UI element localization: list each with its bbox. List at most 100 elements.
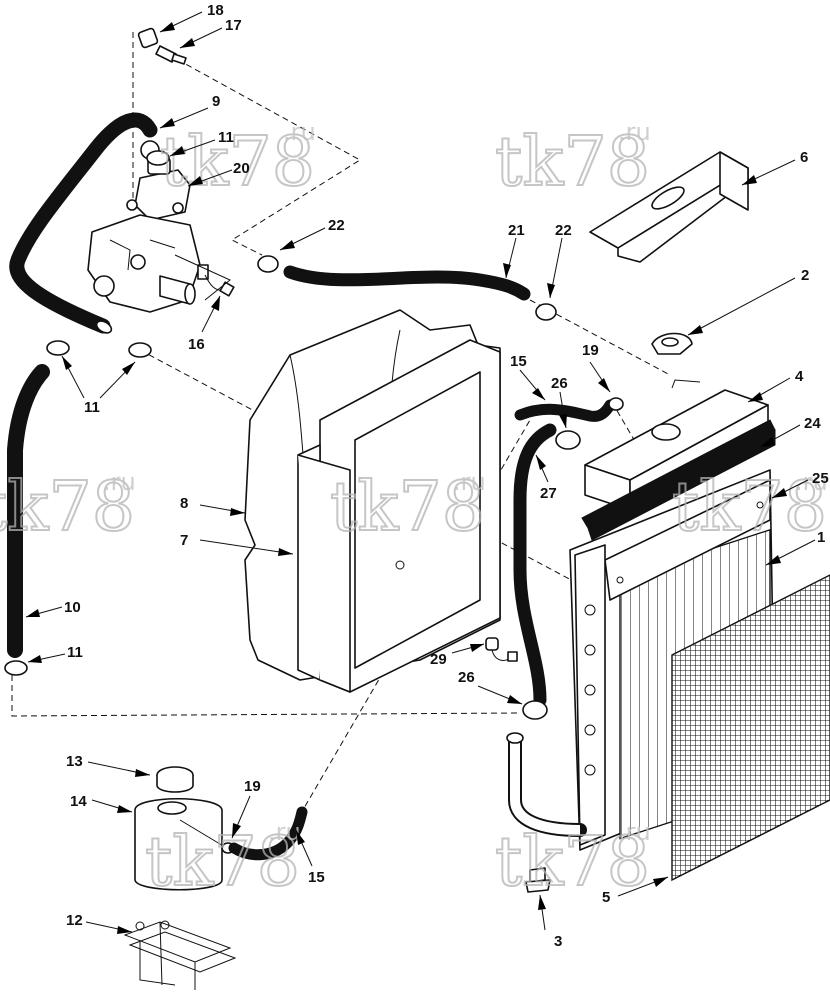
svg-text:.ru: .ru (618, 118, 651, 146)
callout: 24 (759, 415, 821, 448)
callout: 19 (582, 342, 611, 393)
callout: 27 (535, 454, 557, 502)
svg-text:.ru: .ru (453, 468, 486, 496)
watermark: tk78 .ru (159, 118, 316, 203)
svg-text:16: 16 (188, 336, 205, 353)
watermark: tk78 .ru (144, 818, 301, 903)
watermark: tk78 .ru (494, 818, 651, 903)
svg-text:19: 19 (582, 342, 599, 359)
callouts: 18 17 9 11 20 6 22 21 22 16 2 11 15 19 2… (25, 2, 829, 950)
svg-text:.ru: .ru (268, 818, 301, 846)
lower-pipes (506, 732, 587, 893)
callout: 14 (70, 793, 133, 813)
svg-text:6: 6 (800, 149, 808, 166)
callout: 17 (179, 17, 242, 49)
watermark: tk78 .ru (0, 467, 136, 548)
callout: 5 (602, 876, 669, 906)
svg-text:11: 11 (67, 644, 83, 661)
svg-text:27: 27 (540, 485, 557, 502)
callout: 15 (295, 829, 325, 886)
callout: 25 (771, 470, 829, 499)
fitting-18-17 (137, 27, 187, 65)
svg-text:tk78: tk78 (145, 823, 300, 902)
hose-10 (4, 364, 50, 676)
callout: 7 (180, 532, 294, 556)
frame-7 (297, 339, 501, 693)
callout: 29 (430, 643, 485, 668)
watermark: tk78 .ru (494, 118, 651, 203)
callout: 12 (66, 912, 133, 934)
hose-15-lower (221, 806, 308, 861)
hose-21 (257, 255, 557, 321)
callout: 9 (159, 93, 220, 129)
svg-text:9: 9 (212, 93, 220, 110)
svg-text:11: 11 (218, 129, 234, 146)
svg-text:14: 14 (70, 793, 87, 810)
bracket-6 (589, 151, 749, 263)
cap-2 (651, 332, 693, 355)
svg-text:3: 3 (554, 933, 562, 950)
svg-text:8: 8 (180, 495, 188, 512)
svg-text:tk78: tk78 (495, 823, 650, 902)
svg-text:13: 13 (66, 753, 83, 770)
callout: 2 (687, 267, 809, 336)
svg-text:19: 19 (244, 778, 261, 795)
svg-text:15: 15 (308, 869, 325, 886)
svg-text:24: 24 (804, 415, 821, 432)
svg-text:tk78: tk78 (495, 123, 650, 202)
svg-text:22: 22 (328, 217, 345, 234)
callout: 16 (188, 295, 221, 353)
callout: 21 (503, 222, 525, 279)
core-tubes (584, 604, 596, 776)
mesh-screen-5 (671, 574, 830, 882)
svg-text:.ru: .ru (103, 468, 136, 496)
svg-text:26: 26 (458, 669, 475, 686)
callout: 11 (27, 644, 83, 663)
callout: 19 (231, 778, 261, 839)
svg-text:4: 4 (795, 368, 804, 385)
watermark: tk78 .ru (329, 467, 486, 548)
svg-text:.ru: .ru (618, 818, 651, 846)
svg-text:tk78: tk78 (672, 468, 827, 547)
svg-text:tk78: tk78 (330, 468, 485, 547)
svg-text:.ru: .ru (795, 468, 828, 496)
svg-text:22: 22 (555, 222, 572, 239)
callout: 6 (741, 149, 808, 186)
callout: 11 (61, 355, 136, 416)
callout: 26 (551, 375, 568, 429)
reservoir-14 (134, 798, 231, 891)
svg-text:17: 17 (225, 17, 242, 34)
watermark: tk78 .ru (671, 467, 828, 548)
sensor-16 (174, 254, 235, 301)
svg-text:tk78: tk78 (160, 123, 315, 202)
svg-text:20: 20 (233, 160, 250, 177)
callout: 8 (180, 495, 246, 516)
callout: 11 (169, 129, 234, 157)
svg-text:26: 26 (551, 375, 568, 392)
hose-27 (513, 423, 581, 720)
callout: 15 (510, 353, 546, 401)
svg-text:10: 10 (64, 599, 81, 616)
callout: 20 (187, 160, 250, 187)
callout: 22 (279, 217, 345, 251)
svg-text:29: 29 (430, 651, 447, 668)
svg-text:15: 15 (510, 353, 527, 370)
callout: 4 (747, 368, 804, 403)
callout: 22 (547, 222, 572, 299)
hose-9 (9, 112, 158, 334)
svg-text:11: 11 (84, 399, 100, 416)
callout: 3 (538, 894, 562, 950)
clamps-11-upper (46, 150, 170, 358)
svg-text:1: 1 (817, 529, 825, 546)
bracket-12 (123, 920, 237, 990)
callout: 26 (458, 669, 523, 705)
callout: 10 (25, 599, 81, 618)
svg-text:2: 2 (801, 267, 809, 284)
svg-text:18: 18 (207, 2, 224, 19)
svg-text:5: 5 (602, 889, 610, 906)
svg-text:7: 7 (180, 532, 188, 549)
svg-text:21: 21 (508, 222, 525, 239)
sensor-29 (485, 637, 518, 662)
svg-text:tk78: tk78 (0, 468, 135, 547)
